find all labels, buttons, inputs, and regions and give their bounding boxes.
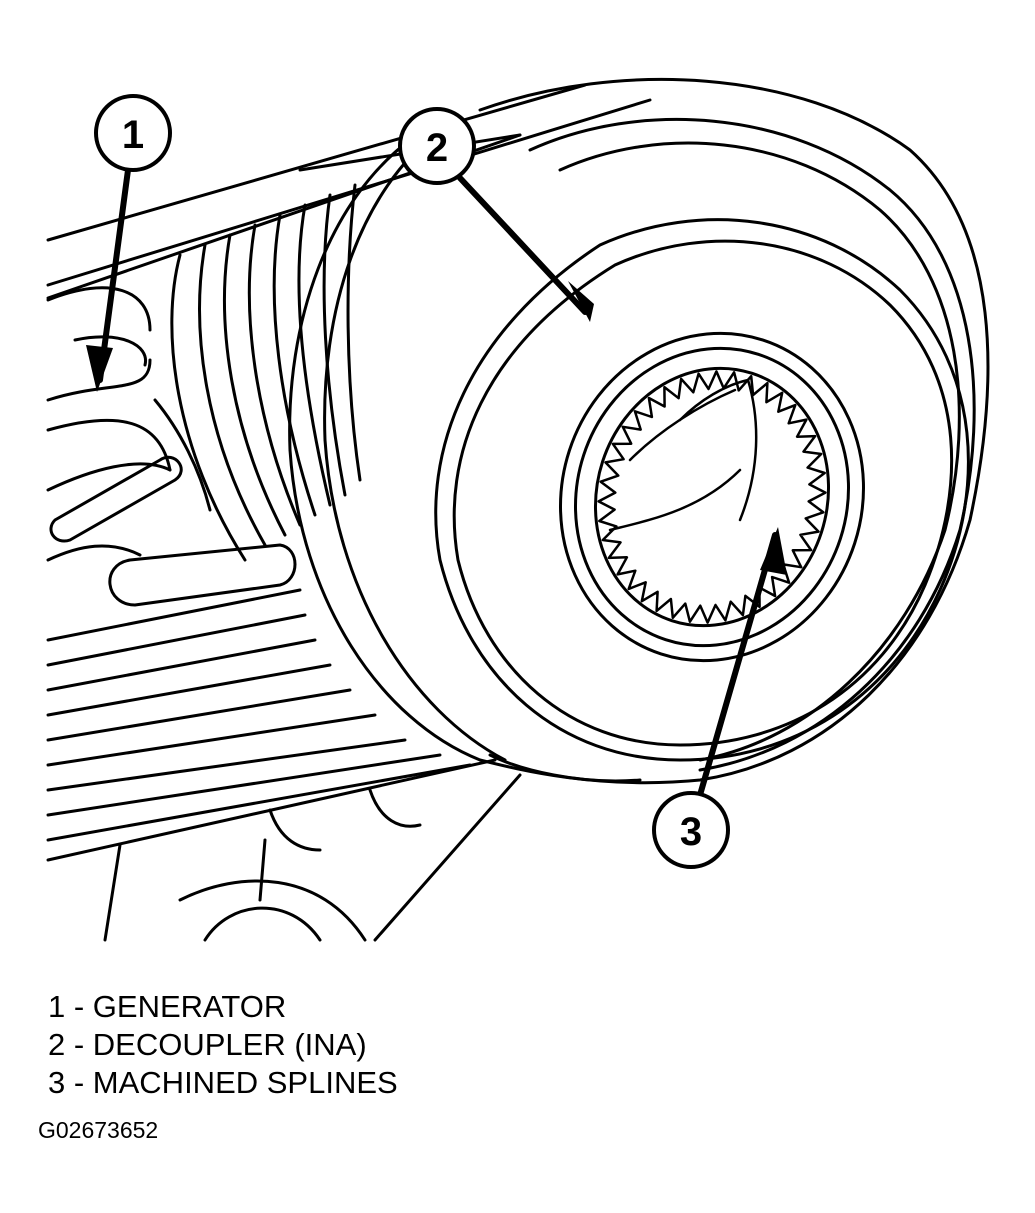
machined-splines — [597, 370, 827, 624]
decoupler-pulley-illustration: 1 2 3 — [46, 77, 990, 942]
legend-item-2: 2 - DECOUPLER (INA) — [48, 1027, 367, 1062]
legend-item-1: 1 - GENERATOR — [48, 989, 287, 1024]
pulley-grooves — [170, 183, 362, 562]
upper-belt — [46, 83, 652, 300]
arrowhead-2 — [568, 281, 594, 322]
leader-line-3 — [697, 532, 778, 798]
generator-housing — [46, 286, 297, 607]
arrowhead-1 — [86, 345, 113, 392]
legend-item-3: 3 - MACHINED SPLINES — [48, 1065, 398, 1100]
decoupler-pulley — [288, 77, 990, 785]
arrowhead-3 — [760, 527, 787, 575]
leader-line-1 — [97, 167, 131, 383]
callout-2-number: 2 — [426, 126, 448, 170]
callout-2: 2 — [398, 107, 476, 185]
legend: 1 - GENERATOR 2 - DECOUPLER (INA) 3 - MA… — [48, 988, 398, 1102]
lower-belt — [46, 588, 497, 862]
mounting-bracket — [103, 773, 522, 942]
leader-line-2 — [457, 175, 588, 315]
callout-1: 1 — [94, 94, 172, 172]
callout-3-number: 3 — [680, 810, 702, 854]
figure-id: G02673652 — [38, 1117, 159, 1143]
callout-3: 3 — [652, 791, 730, 869]
callout-1-number: 1 — [122, 113, 144, 157]
pulley-hub — [559, 331, 865, 663]
leader-lines — [97, 167, 778, 798]
